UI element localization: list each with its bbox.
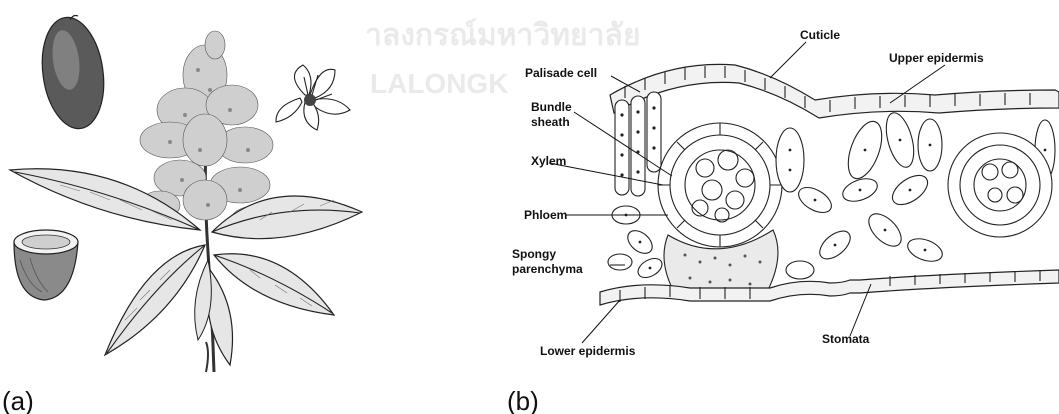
label-lower-epidermis: Lower epidermis — [540, 344, 636, 358]
leaf-cross-section-drawing: Cuticle Upper epidermis Palisade cell Bu… — [507, 28, 1059, 414]
fruit-drawing — [35, 13, 110, 132]
label-upper-epidermis: Upper epidermis — [889, 51, 984, 65]
label-palisade-cell: Palisade cell — [525, 66, 597, 80]
panel-b-label: (b) — [507, 386, 539, 414]
vascular-bundle-left — [658, 123, 782, 247]
panel-a-illustration: (a) — [2, 13, 362, 414]
label-bundle-sheath-line1: Bundle — [531, 100, 572, 114]
watermark-latin: LALONGK — [370, 68, 508, 99]
flower-drawing — [276, 65, 350, 130]
panel-a-label: (a) — [2, 386, 34, 414]
label-phloem: Phloem — [524, 208, 567, 222]
watermark-thai: าลงกรณ์มหาวิทยาลัย — [365, 18, 640, 52]
label-xylem: Xylem — [531, 154, 566, 168]
label-spongy-parenchyma-line2: parenchyma — [512, 262, 583, 276]
label-stomata: Stomata — [822, 332, 870, 346]
label-cuticle: Cuticle — [800, 28, 840, 42]
seed-cup-drawing — [14, 230, 78, 300]
vascular-bundle-right — [948, 133, 1052, 237]
label-spongy-parenchyma-line1: Spongy — [512, 247, 556, 261]
label-bundle-sheath-line2: sheath — [531, 115, 570, 129]
